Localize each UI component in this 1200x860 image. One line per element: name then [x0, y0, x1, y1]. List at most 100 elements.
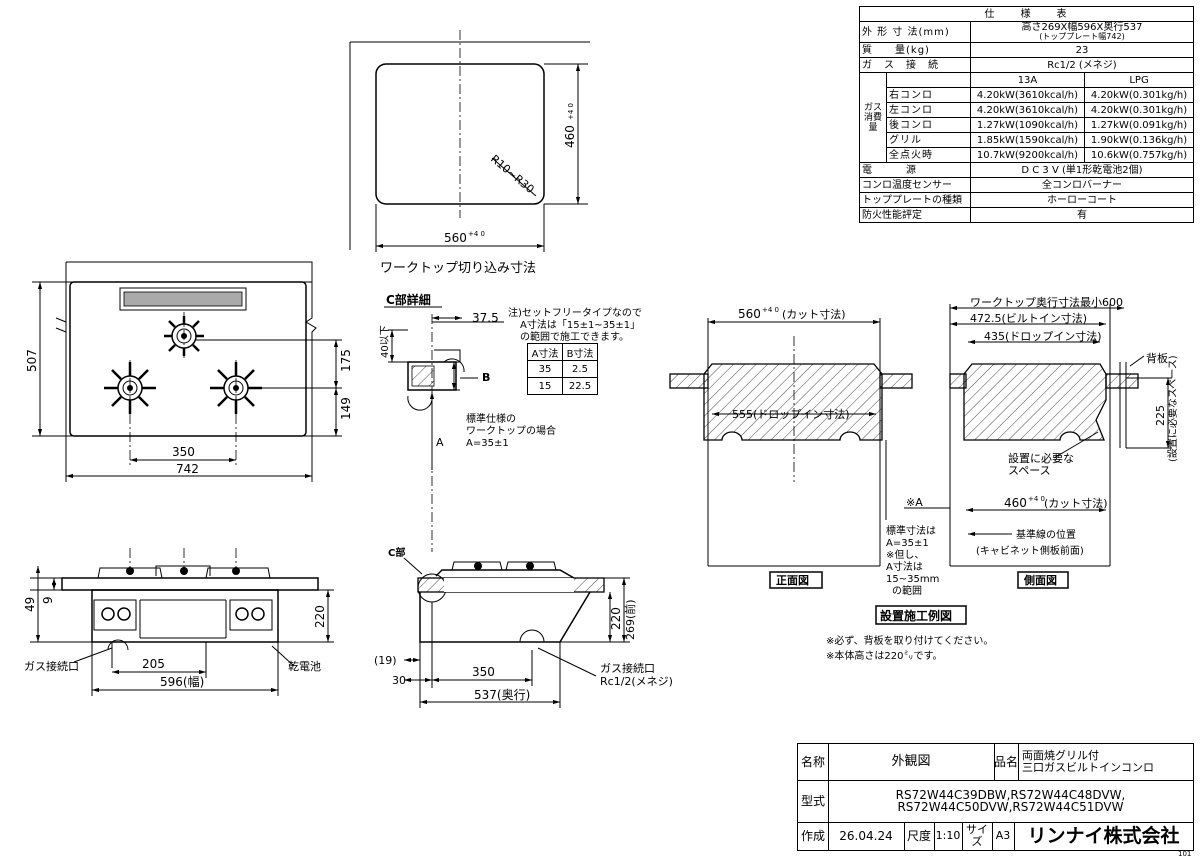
- install-side-600: ワークトップ奥行寸法最小600: [970, 295, 1123, 309]
- right-knob-icon: [235, 607, 249, 621]
- install-side-baseline2: (キャビネット側板前面): [976, 544, 1084, 557]
- install-side-std6: の範囲: [892, 584, 922, 597]
- date-label: 作成: [798, 822, 829, 850]
- cutout-radius-label: R10~R30: [488, 152, 537, 196]
- svg-text:+4 0: +4 0: [1028, 495, 1045, 503]
- ab-r1-a: 15: [527, 377, 563, 395]
- cutout-width-label: 560: [444, 231, 467, 245]
- install-side-space2: スペース: [1008, 464, 1051, 477]
- detail-c-a: A: [436, 436, 444, 449]
- install-caption: 設置施工例図: [880, 608, 952, 623]
- note-1: ※必ず、背板を取り付けてください。: [826, 634, 993, 647]
- side-269-label: 269(前): [623, 599, 637, 640]
- detail-c-note1: 注)セットフリータイプなので: [508, 306, 642, 319]
- side-30-label: 30: [392, 674, 406, 687]
- svg-text:+4 0: +4 0: [762, 306, 779, 314]
- top-view: 507 175 149 350 742: [25, 261, 353, 482]
- spec-gas-r1-b: 4.20kW(0.301kg/h): [1084, 102, 1194, 118]
- product-value: 両面焼グリル付 三口ガスビルトインコンロ: [1018, 744, 1193, 780]
- side-350-label: 350: [472, 665, 495, 679]
- spec-gas-r0-a: 4.20kW(3610kcal/h): [969, 87, 1086, 103]
- spec-sensor-label: コンロ温度センサー: [859, 177, 971, 193]
- model-line-1: RS72W44C39DBW,RS72W44C48DVW,: [895, 788, 1126, 802]
- spec-gas-r1-name: 左コンロ: [886, 102, 971, 118]
- spec-gas-r3-name: グリル: [886, 132, 971, 148]
- spec-mass-label: 質 量(kg): [859, 42, 971, 58]
- model-value: RS72W44C39DBW,RS72W44C48DVW, RS72W44C50D…: [828, 780, 1193, 822]
- install-front-555: 555(ドロップイン寸法): [732, 407, 850, 421]
- detail-c-std1: 標準仕様の: [466, 412, 516, 425]
- front-596-label: 596(幅): [160, 674, 204, 689]
- install-side: ワークトップ奥行寸法最小600 472.5(ビルトイン寸法) 435(ドロップイ…: [885, 295, 1179, 597]
- install-front: 560 +4 0 (カット寸法) 555(ドロップイン寸法) 正面図: [669, 306, 913, 589]
- spec-gas-r4-a: 10.7kW(9200kcal/h): [969, 147, 1086, 163]
- spec-gas-h1: 13A: [969, 72, 1086, 88]
- install-side-460: 460: [1004, 496, 1027, 510]
- spec-gas-r3-b: 1.90kW(0.136kg/h): [1084, 132, 1194, 148]
- spec-title: 仕 様 表: [859, 6, 1194, 22]
- spec-table: 仕 様 表 外 形 寸 法(mm) 高さ269X幅596X奥行537 (トッププ…: [859, 6, 1195, 223]
- side-220-label: 220: [609, 607, 623, 630]
- model-line-2: RS72W44C50DVW,RS72W44C51DVW: [897, 800, 1124, 814]
- install-side-std2: A=35±1: [886, 538, 929, 549]
- spec-gas-value: Rc1/2 (メネジ): [969, 57, 1195, 73]
- detail-c-std2: ワークトップの場合: [466, 424, 556, 437]
- company-name: リンナイ株式会社: [1027, 825, 1180, 847]
- front-49-label: 49: [23, 597, 37, 612]
- spec-gas-r3-a: 1.85kW(1590kcal/h): [969, 132, 1086, 148]
- ab-r1-b: 22.5: [562, 377, 598, 395]
- right-knob2-icon: [251, 607, 265, 621]
- svg-text:+4 0: +4 0: [567, 103, 575, 120]
- detail-c-note3: の範囲で施工できます。: [520, 330, 629, 343]
- title-row-model: 型式 RS72W44C39DBW,RS72W44C48DVW, RS72W44C…: [798, 780, 1193, 823]
- ab-header-b: B寸法: [562, 343, 598, 361]
- spec-gas-r0-name: 右コンロ: [886, 87, 971, 103]
- detail-c-b: B: [482, 371, 490, 384]
- front-220-label: 220: [313, 605, 327, 628]
- spec-plate-value: ホーローコート: [969, 192, 1195, 208]
- detail-c: C部詳細 37.5 40以下 B A 注)セットフリータイプなので A寸法は「1…: [380, 292, 642, 552]
- install-side-std4: A寸法は: [886, 560, 923, 573]
- date-value: 26.04.24: [828, 822, 905, 850]
- ab-r0-b: 2.5: [562, 360, 598, 378]
- spec-power-label: 電 源: [859, 162, 971, 178]
- side-gas-label2: Rc1/2(メネジ): [600, 675, 673, 688]
- side-537-label: 537(奥行): [474, 688, 530, 702]
- top-350-label: 350: [172, 445, 195, 459]
- spec-dim-cell: 高さ269X幅596X奥行537 (トッププレート幅742): [969, 21, 1195, 43]
- install-side-back: 背板: [1146, 351, 1168, 365]
- spec-plate-label: トッププレートの種類: [859, 192, 971, 208]
- size-label: サイズ: [962, 822, 993, 850]
- side-19-label: (19): [374, 654, 397, 667]
- note-2: ※本体高さは220㍉です。: [826, 649, 942, 662]
- product-value-1: 両面焼グリル付: [1022, 749, 1099, 762]
- title-row-name: 名称 外観図 品名 両面焼グリル付 三口ガスビルトインコンロ: [798, 744, 1193, 781]
- spec-fire-value: 有: [969, 207, 1195, 223]
- install-side-225: 225: [1154, 405, 1167, 426]
- scale-label: 尺度: [904, 822, 935, 850]
- spec-sensor-value: 全コンロバーナー: [969, 177, 1195, 193]
- svg-text:+4 0: +4 0: [468, 230, 485, 238]
- spec-gas-r2-name: 後コンロ: [886, 117, 971, 133]
- install-front-title: 正面図: [776, 573, 809, 587]
- spec-power-value: D C 3 V (単1形乾電池2個): [969, 162, 1195, 178]
- ab-table: A寸法 B寸法 35 2.5 15 22.5: [527, 343, 598, 395]
- front-205-label: 205: [142, 657, 165, 671]
- install-side-435: 435(ドロップイン寸法): [984, 329, 1102, 343]
- spec-gas-blank: [886, 72, 971, 88]
- detail-c-40: 40以下: [380, 325, 391, 358]
- name-label: 名称: [798, 744, 829, 780]
- top-149-label: 149: [339, 397, 353, 420]
- install-side-a: ※A: [906, 496, 923, 509]
- spec-gas-group: ガス消費量: [859, 72, 887, 163]
- install-side-4725: 472.5(ビルトイン寸法): [970, 311, 1087, 325]
- spec-gas-h2: LPG: [1084, 72, 1194, 88]
- drawing-code: 101: [1178, 850, 1192, 858]
- detail-c-title: C部詳細: [386, 292, 431, 307]
- name-value: 外観図: [828, 744, 995, 780]
- cutout-diagram: 460 +4 0 560 +4 0 R10~R30 ワークトップ切り込み寸法: [349, 30, 590, 276]
- spec-fire-label: 防火性能評定: [859, 207, 971, 223]
- left-knob-icon: [101, 607, 115, 621]
- scale-value: 1:10: [934, 822, 963, 850]
